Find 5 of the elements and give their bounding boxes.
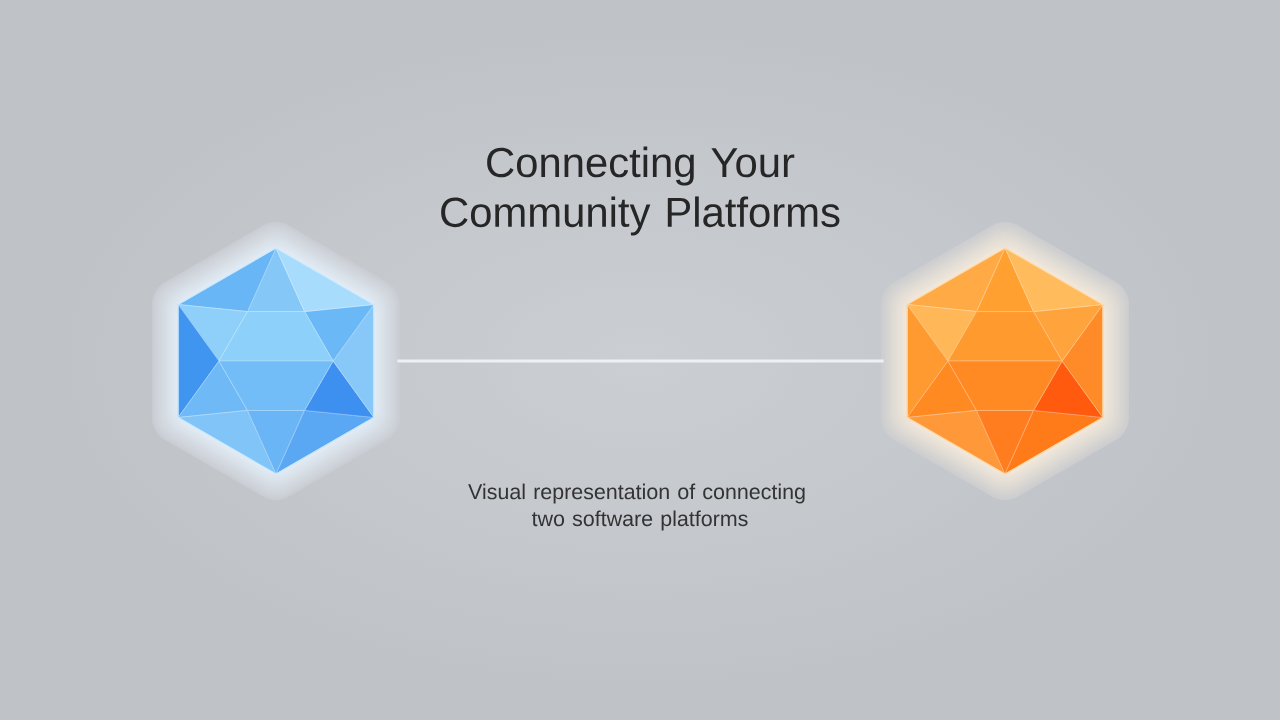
connector-line [397, 359, 884, 363]
title: Connecting Your Community Platforms [441, 146, 840, 236]
caption: Visual representation of connecting two software platforms [468, 483, 805, 531]
hexagon [906, 247, 1104, 475]
hexagon [177, 247, 375, 475]
